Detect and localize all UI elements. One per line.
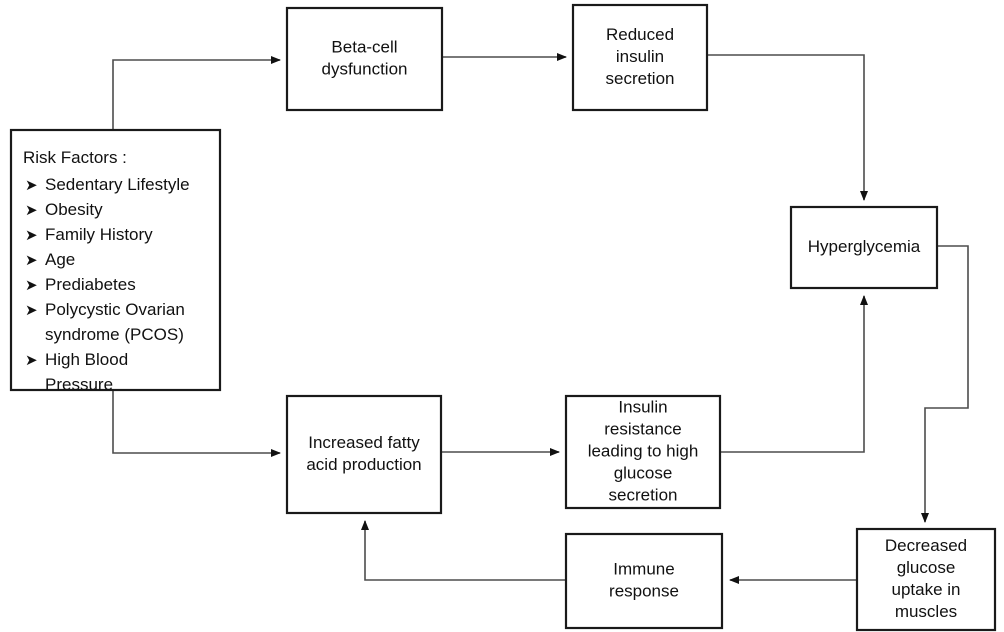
node-beta-cell-dysfunction[interactable]: Beta-cell dysfunction — [285, 6, 444, 112]
decreased-glucose-uptake-label-line-2: glucose — [897, 558, 956, 577]
increased-fatty-acid-production-label-line-1: Increased fatty — [308, 433, 420, 452]
risk-bullet-icon-5: ➤ — [25, 276, 38, 294]
connector-insulin-resistance-to-hyperglycemia — [720, 295, 868, 453]
reduced-insulin-secretion-box — [571, 3, 709, 112]
immune-response-label-line-2: response — [609, 581, 679, 600]
insulin-resistance-label-line-1: Insulin — [618, 397, 667, 416]
reduced-insulin-secretion-label-line-3: secretion — [606, 69, 675, 88]
risk-item-4-line-1: Age — [45, 250, 75, 269]
risk-item-6-line-2: syndrome (PCOS) — [45, 325, 184, 344]
beta-cell-dysfunction-label-line-1: Beta-cell — [331, 37, 397, 56]
reduced-insulin-secretion-label-line-2: insulin — [616, 47, 664, 66]
risk-item-7-line-1: High Blood — [45, 350, 128, 369]
hyperglycemia-label-line-1: Hyperglycemia — [808, 237, 921, 256]
reduced-insulin-secretion-label-line-1: Reduced — [606, 25, 674, 44]
risk-bullet-icon-1: ➤ — [25, 176, 38, 194]
connector-reduced-insulin-to-hyperglycemia — [707, 54, 868, 201]
insulin-resistance-label-line-2: resistance — [604, 419, 681, 438]
immune-response-label-line-1: Immune — [613, 559, 674, 578]
risk-item-5-line-1: Prediabetes — [45, 275, 136, 294]
risk-factors-heading: Risk Factors : — [23, 148, 127, 167]
increased-fatty-acid-production-label-line-2: acid production — [306, 455, 421, 474]
connector-risk-to-beta-cell — [112, 56, 281, 130]
risk-item-1-line-1: Sedentary Lifestyle — [45, 175, 190, 194]
decreased-glucose-uptake-label-line-1: Decreased — [885, 536, 967, 555]
risk-factors-list: ➤ Sedentary Lifestyle ➤ Obesity ➤ Family Hist… — [25, 175, 190, 394]
nodes-group: Beta-cell dysfunction Reduced insulin secret… — [285, 3, 997, 632]
risk-bullet-icon-4: ➤ — [25, 251, 38, 269]
beta-cell-dysfunction-box — [285, 6, 444, 112]
connector-risk-to-fatty-acid — [112, 390, 281, 457]
insulin-resistance-label-line-4: glucose — [614, 463, 673, 482]
node-increased-fatty-acid-production[interactable]: Increased fatty acid production — [285, 394, 443, 515]
connectors-group — [112, 53, 969, 584]
node-risk-factors[interactable]: Risk Factors : ➤ Sedentary Lifestyle ➤ Obes… — [9, 128, 222, 394]
node-decreased-glucose-uptake[interactable]: Decreased glucose uptake in muscles — [855, 527, 997, 632]
node-immune-response[interactable]: Immune response — [564, 532, 724, 630]
insulin-resistance-label-line-5: secretion — [609, 485, 678, 504]
increased-fatty-acid-production-box — [285, 394, 443, 515]
node-hyperglycemia[interactable]: Hyperglycemia — [789, 205, 939, 290]
insulin-resistance-label-line-3: leading to high — [588, 441, 699, 460]
insulin-resistance-box — [564, 394, 722, 510]
risk-item-2-line-1: Obesity — [45, 200, 103, 219]
decreased-glucose-uptake-label-line-4: muscles — [895, 602, 957, 621]
connector-immune-to-fatty-acid — [361, 520, 566, 581]
node-insulin-resistance[interactable]: Insulin resistance leading to high glucose s… — [564, 394, 722, 510]
risk-item-7-line-2: Pressure — [45, 375, 113, 394]
hyperglycemia-box — [789, 205, 939, 290]
decreased-glucose-uptake-box — [855, 527, 997, 632]
connector-hyperglycemia-to-decreased-uptake — [921, 245, 969, 523]
risk-bullet-icon-7: ➤ — [25, 351, 38, 369]
risk-bullet-icon-6: ➤ — [25, 301, 38, 319]
decreased-glucose-uptake-label-line-3: uptake in — [892, 580, 961, 599]
risk-bullet-icon-3: ➤ — [25, 226, 38, 244]
node-reduced-insulin-secretion[interactable]: Reduced insulin secretion — [571, 3, 709, 112]
beta-cell-dysfunction-label-line-2: dysfunction — [322, 59, 408, 78]
risk-item-6-line-1: Polycystic Ovarian — [45, 300, 185, 319]
risk-factors-box — [9, 128, 222, 392]
immune-response-box — [564, 532, 724, 630]
risk-item-3-line-1: Family History — [45, 225, 153, 244]
risk-bullet-icon-2: ➤ — [25, 201, 38, 219]
